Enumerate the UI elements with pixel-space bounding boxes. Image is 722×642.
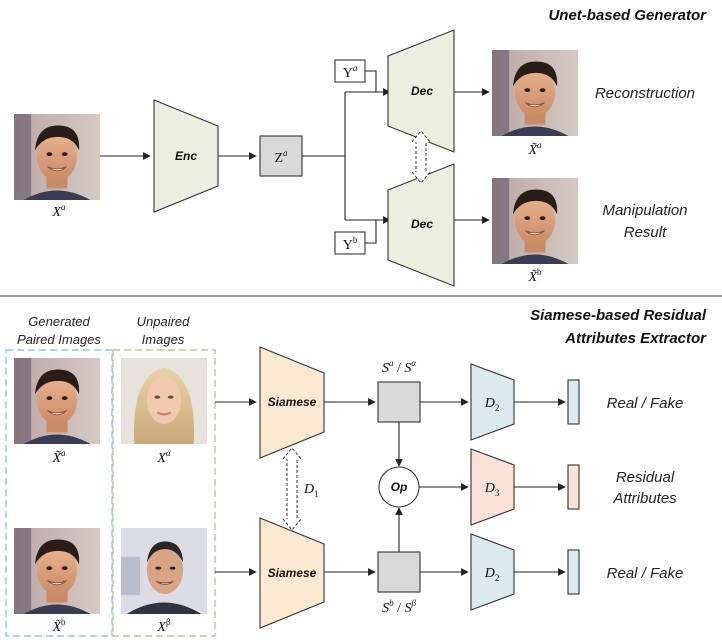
shared-arrow-head-down: [411, 171, 431, 184]
feature-a-box: [377, 381, 421, 423]
siamese-top-block: [259, 346, 325, 459]
shared-weights-dashed-arrow: [415, 137, 427, 177]
output-bar-top: [567, 379, 580, 425]
manipulation-face-image: [492, 178, 578, 264]
unpaired-face-beta: [120, 528, 208, 614]
siamese-top-label: Siamese: [268, 395, 317, 409]
b-xtb-label: X̃b: [51, 617, 66, 635]
ya-label: Ya: [343, 63, 358, 81]
residual-label-line1: Residual: [616, 469, 675, 486]
b-xta-label: X̃a: [51, 448, 66, 466]
shared-arrow-head-up: [411, 130, 431, 143]
enc-label: Enc: [175, 149, 197, 163]
d1-arrow-head-down: [282, 518, 302, 531]
real-fake-bottom-label: Real / Fake: [607, 565, 684, 582]
generated-label-line1: Generated: [28, 314, 90, 329]
generated-face-a: [14, 358, 100, 444]
d1-label: D1: [303, 482, 319, 499]
reconstruction-face-image: [492, 50, 578, 136]
unpaired-label-line1: Unpaired: [137, 314, 191, 329]
op-label: Op: [391, 480, 408, 494]
unpaired-face-alpha: [120, 358, 208, 444]
decoder-top-block: [387, 29, 455, 153]
z-label: Za: [274, 148, 288, 166]
unpaired-label-line2: Images: [142, 332, 185, 347]
manipulation-label-line2: Result: [624, 224, 667, 241]
xtb-label: X̃b: [527, 267, 542, 285]
residual-label-line2: Attributes: [612, 490, 677, 507]
d2-top-label: D2: [484, 396, 500, 413]
d2-bottom-label: D2: [484, 566, 500, 583]
output-bar-residual: [567, 464, 580, 510]
xta-label: X̃a: [527, 140, 542, 158]
feature-b-box: [377, 551, 421, 593]
d3-block: [470, 448, 515, 526]
dec-top-label: Dec: [411, 84, 433, 98]
xbeta-label: Xβ: [156, 617, 171, 635]
encoder-block: [153, 99, 219, 213]
d2-bottom-block: [470, 533, 515, 611]
dec-bottom-label: Dec: [411, 217, 433, 231]
extractor-title-line2: Attributes Extractor: [564, 330, 707, 347]
ya-connector: [365, 70, 377, 92]
sb-label: Sb / Sβ: [382, 598, 416, 616]
siamese-bottom-label: Siamese: [268, 566, 317, 580]
d1-arrow-head-up: [282, 447, 302, 460]
d1-dashed-arrow: [286, 454, 298, 524]
real-fake-top-label: Real / Fake: [607, 395, 684, 412]
yb-connector: [365, 220, 377, 244]
generator-section-title: Unet-based Generator: [548, 7, 707, 24]
siamese-bottom-block: [259, 517, 325, 629]
manipulation-label-line1: Manipulation: [602, 202, 687, 219]
d2-top-block: [470, 363, 515, 441]
extractor-title-line1: Siamese-based Residual: [530, 307, 707, 324]
yb-label: Yb: [343, 235, 358, 253]
input-face-image: [14, 114, 100, 200]
reconstruction-label: Reconstruction: [595, 85, 695, 102]
xalpha-label: Xα: [156, 448, 171, 466]
generated-label-line2: Paired Images: [17, 332, 101, 347]
generated-images-group: [5, 349, 113, 637]
sa-label: Sa / Sα: [382, 358, 416, 376]
generated-face-b: [14, 528, 100, 614]
d3-label: D3: [484, 481, 500, 498]
xa-label: Xa: [51, 202, 66, 220]
unpaired-images-group: [112, 349, 216, 637]
output-bar-bottom: [567, 549, 580, 595]
decoder-bottom-block: [387, 163, 455, 287]
latent-z-box: [259, 135, 303, 177]
